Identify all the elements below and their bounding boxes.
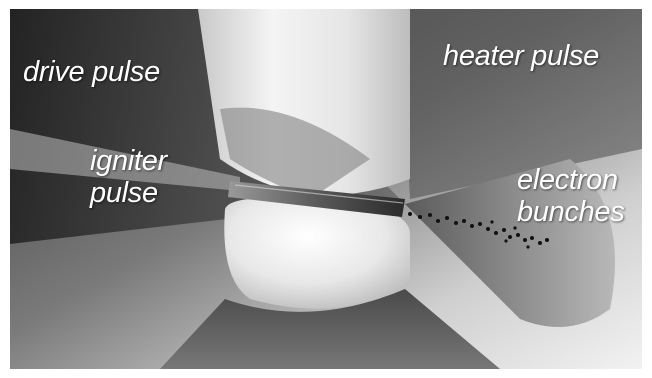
electron-bunches-line1: electron [517, 164, 625, 196]
electron-bunches-line2: bunches [517, 196, 625, 228]
igniter-pulse-line2: pulse [90, 177, 167, 209]
igniter-pulse-label: igniter pulse [90, 145, 167, 209]
igniter-pulse-line1: igniter [90, 145, 167, 177]
drive-pulse-label: drive pulse [23, 56, 160, 88]
heater-pulse-label: heater pulse [443, 40, 599, 72]
electron-bunches-label: electron bunches [517, 164, 625, 228]
illustration-panel: drive pulse heater pulse igniter pulse e… [10, 9, 642, 369]
